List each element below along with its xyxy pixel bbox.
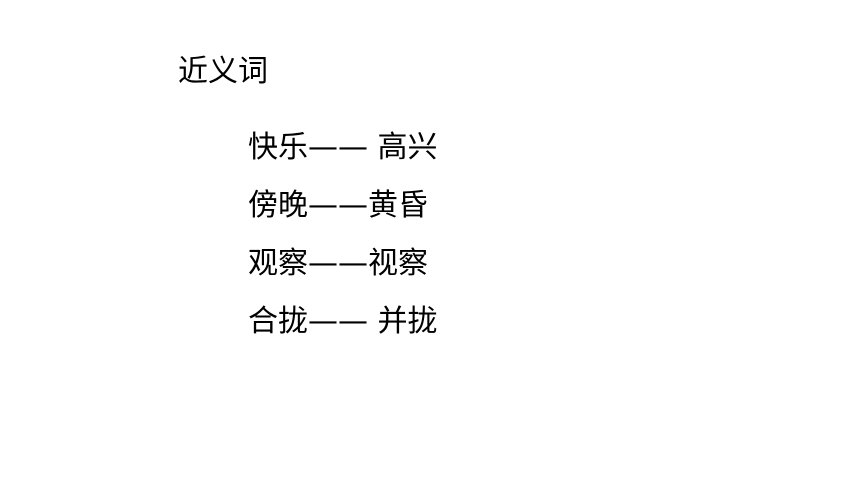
synonym-pair-3: 观察——视察 <box>248 246 428 281</box>
synonym-pair-1: 快乐—— 高兴 <box>248 130 438 165</box>
synonym-list: 快乐—— 高兴 傍晚——黄昏 观察——视察 合拢—— 并拢 <box>248 128 438 360</box>
synonym-pair-2: 傍晚——黄昏 <box>248 188 428 223</box>
slide-title: 近义词 <box>178 54 268 89</box>
synonym-pair-4: 合拢—— 并拢 <box>248 304 438 339</box>
